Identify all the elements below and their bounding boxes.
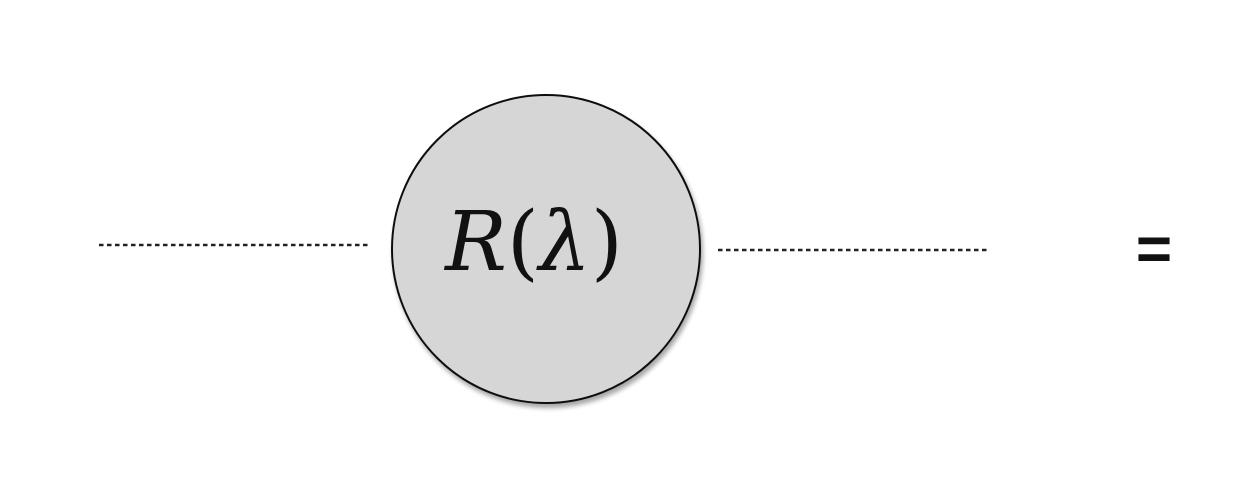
node-label-close-paren: ): [591, 195, 623, 290]
node-label: R(λ): [443, 195, 623, 290]
node-label-open-paren: (: [507, 195, 539, 290]
node-label-symbol: R: [443, 195, 507, 290]
node-label-param: λ: [536, 195, 591, 290]
equals-sign: =: [1136, 215, 1172, 284]
node-circle: [391, 94, 701, 404]
